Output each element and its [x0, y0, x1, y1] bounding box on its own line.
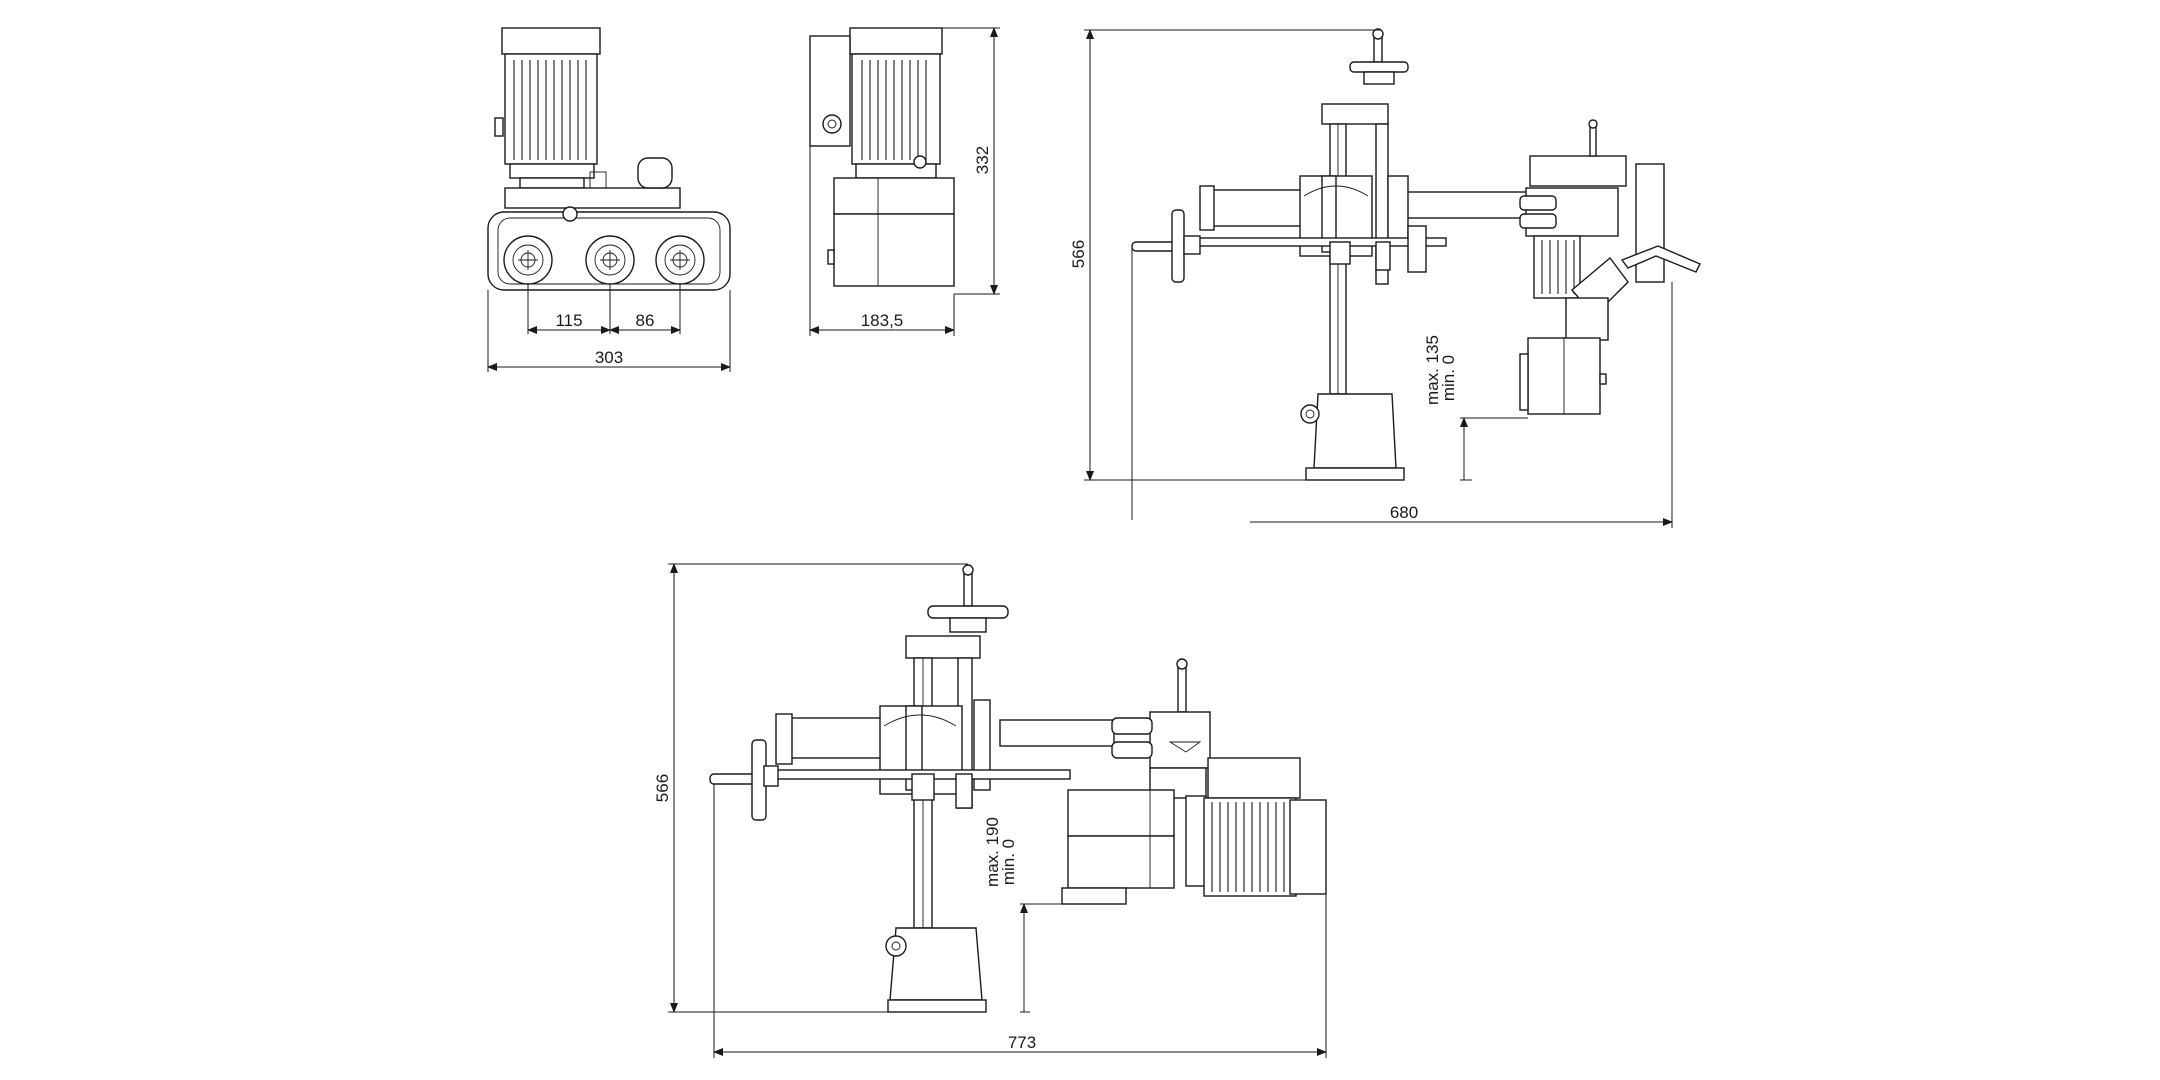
feeder-rollers-horizontal: [1061, 789, 1175, 905]
side-dimensions: 332 183,5: [809, 27, 1000, 336]
feeder-head: [1519, 119, 1701, 341]
dim-label-max-135: max. 135: [1423, 335, 1442, 405]
feeder-motor-2: [1185, 757, 1327, 897]
horizontal-arm: [1195, 175, 1543, 273]
dim-label-max-190: max. 190: [983, 817, 1002, 887]
feed-roller-2: [585, 235, 635, 285]
motor-fins: [513, 60, 587, 160]
feed-roller-3: [655, 235, 705, 285]
dim-label-773: 773: [1008, 1033, 1036, 1052]
gearbox: [504, 157, 681, 209]
dim-label-min-0-b: min. 0: [999, 839, 1018, 885]
side-motor: [849, 27, 943, 179]
feeder-head-2: [1111, 658, 1211, 799]
column-base-2: [885, 927, 987, 1013]
feed-roller-1: [503, 235, 553, 285]
dim-label-680: 680: [1390, 503, 1418, 522]
view3-dimensions: 566 680 max. 135 min. 0: [1069, 29, 1673, 528]
top-handwheel-2: [927, 564, 1009, 633]
dim-label-566-b: 566: [653, 774, 672, 802]
side-view: 332 183,5: [809, 27, 1000, 336]
motor-top: [494, 27, 601, 189]
arm-handwheel: [1131, 209, 1201, 283]
dim-label-min-0-a: min. 0: [1439, 355, 1458, 401]
stand-view-vertical: 566 680 max. 135 min. 0: [1069, 28, 1701, 528]
dim-label-566-a: 566: [1069, 240, 1088, 268]
dim-label-86: 86: [636, 311, 655, 330]
dim-label-303: 303: [595, 348, 623, 367]
feeder-rollers-vertical: [1519, 337, 1607, 415]
side-housing: [827, 177, 955, 287]
side-bracket: [809, 35, 927, 169]
front-dimensions: 115 86 303: [487, 284, 731, 372]
view4-dimensions: 566 773 max. 190 min. 0: [653, 563, 1327, 1058]
front-view: 115 86 303: [487, 27, 731, 372]
dim-label-115: 115: [555, 311, 582, 330]
top-handwheel: [1349, 28, 1409, 85]
dim-label-332: 332: [973, 146, 992, 174]
arm-handwheel-2: [709, 739, 779, 821]
dim-label-183-5: 183,5: [861, 311, 904, 330]
stand-view-horizontal: 566 773 max. 190 min. 0: [653, 563, 1327, 1058]
column-base: [1300, 393, 1405, 481]
horizontal-arm-2: [769, 699, 1115, 809]
